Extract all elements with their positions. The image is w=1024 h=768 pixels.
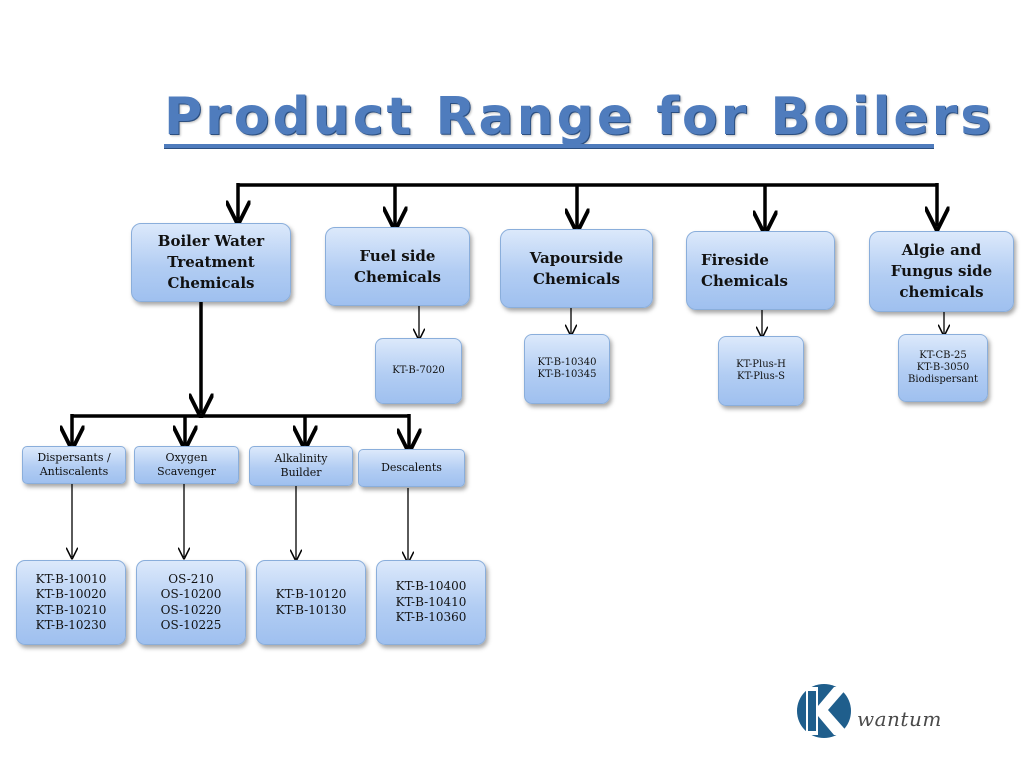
logo-text: wantum [857,707,942,731]
product-codes: KT-CB-25 KT-B-3050 Biodispersant [908,350,978,385]
products-descalents: KT-B-10400 KT-B-10410 KT-B-10360 [376,560,486,645]
products-dispersants: KT-B-10010 KT-B-10020 KT-B-10210 KT-B-10… [16,560,126,645]
product-codes: KT-B-10340 KT-B-10345 [537,357,597,380]
category-label: Boiler Water Treatment Chemicals [157,232,265,292]
page-title: Product Range for Boilers [164,87,995,147]
category-label: Fuel side Chemicals [354,246,441,286]
subcategory-alkalinity-builder: Alkalinity Builder [249,446,353,486]
product-codes: KT-B-10010 KT-B-10020 KT-B-10210 KT-B-10… [35,571,107,633]
category-fireside: Fireside Chemicals [686,231,835,310]
product-codes: OS-210 OS-10200 OS-10220 OS-10225 [160,571,222,633]
subcategory-dispersants: Dispersants / Antiscalents [22,446,126,484]
kwantum-logo: wantum [794,683,964,739]
products-vapourside: KT-B-10340 KT-B-10345 [524,334,610,404]
category-label: Algie and Fungus side chemicals [890,241,993,301]
kwantum-k-icon [797,684,851,738]
subcategory-label: Dispersants / Antiscalents [37,451,111,478]
subcategory-label: Oxygen Scavenger [157,451,216,478]
category-fuel-side: Fuel side Chemicals [325,227,470,306]
products-alkalinity-builder: KT-B-10120 KT-B-10130 [256,560,366,645]
products-fireside: KT-Plus-H KT-Plus-S [718,336,804,406]
products-fuel-side: KT-B-7020 [375,338,462,404]
category-boiler-water-treatment: Boiler Water Treatment Chemicals [131,223,291,302]
category-algie-fungus: Algie and Fungus side chemicals [869,231,1014,312]
category-label: Fireside Chemicals [701,250,788,290]
product-codes: KT-B-10120 KT-B-10130 [275,587,347,617]
products-oxygen-scavenger: OS-210 OS-10200 OS-10220 OS-10225 [136,560,246,645]
title-underline [164,144,934,149]
subcategory-label: Alkalinity Builder [274,452,328,479]
product-codes: KT-B-7020 [392,365,445,376]
subcategory-label: Descalents [381,461,442,474]
subcategory-descalents: Descalents [358,449,465,487]
product-codes: KT-Plus-H KT-Plus-S [736,359,786,382]
products-algie-fungus: KT-CB-25 KT-B-3050 Biodispersant [898,334,988,402]
subcategory-oxygen-scavenger: Oxygen Scavenger [134,446,239,484]
product-codes: KT-B-10400 KT-B-10410 KT-B-10360 [395,579,467,625]
category-label: Vapourside Chemicals [529,248,624,288]
category-vapourside: Vapourside Chemicals [500,229,653,308]
